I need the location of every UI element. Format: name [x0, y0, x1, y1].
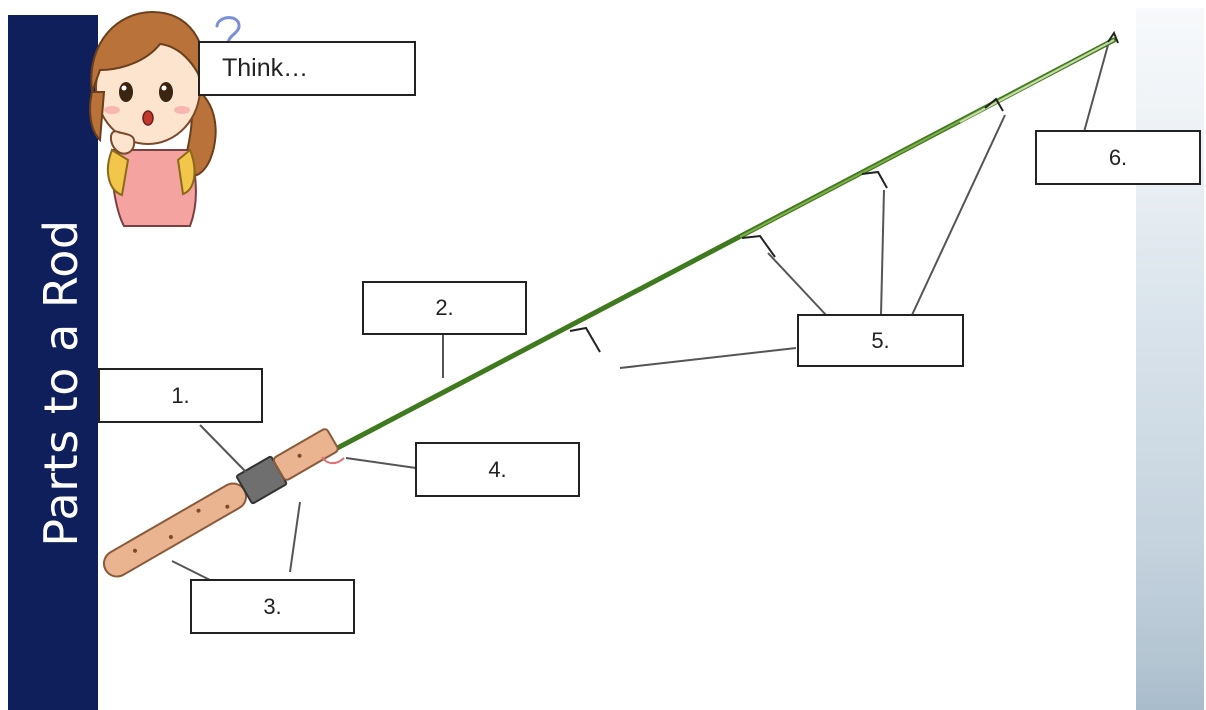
think-box: Think…: [198, 41, 416, 96]
label-box-4: 4.: [415, 442, 580, 497]
label-box-6: 6.: [1035, 130, 1201, 185]
label-box-1: 1.: [98, 368, 263, 423]
decorative-sea-strip: [1136, 8, 1204, 710]
label-box-3: 3.: [190, 579, 355, 634]
title-sidebar: Parts to a Rod: [8, 15, 98, 710]
label-box-5: 5.: [797, 314, 964, 367]
label-box-2: 2.: [362, 281, 527, 335]
